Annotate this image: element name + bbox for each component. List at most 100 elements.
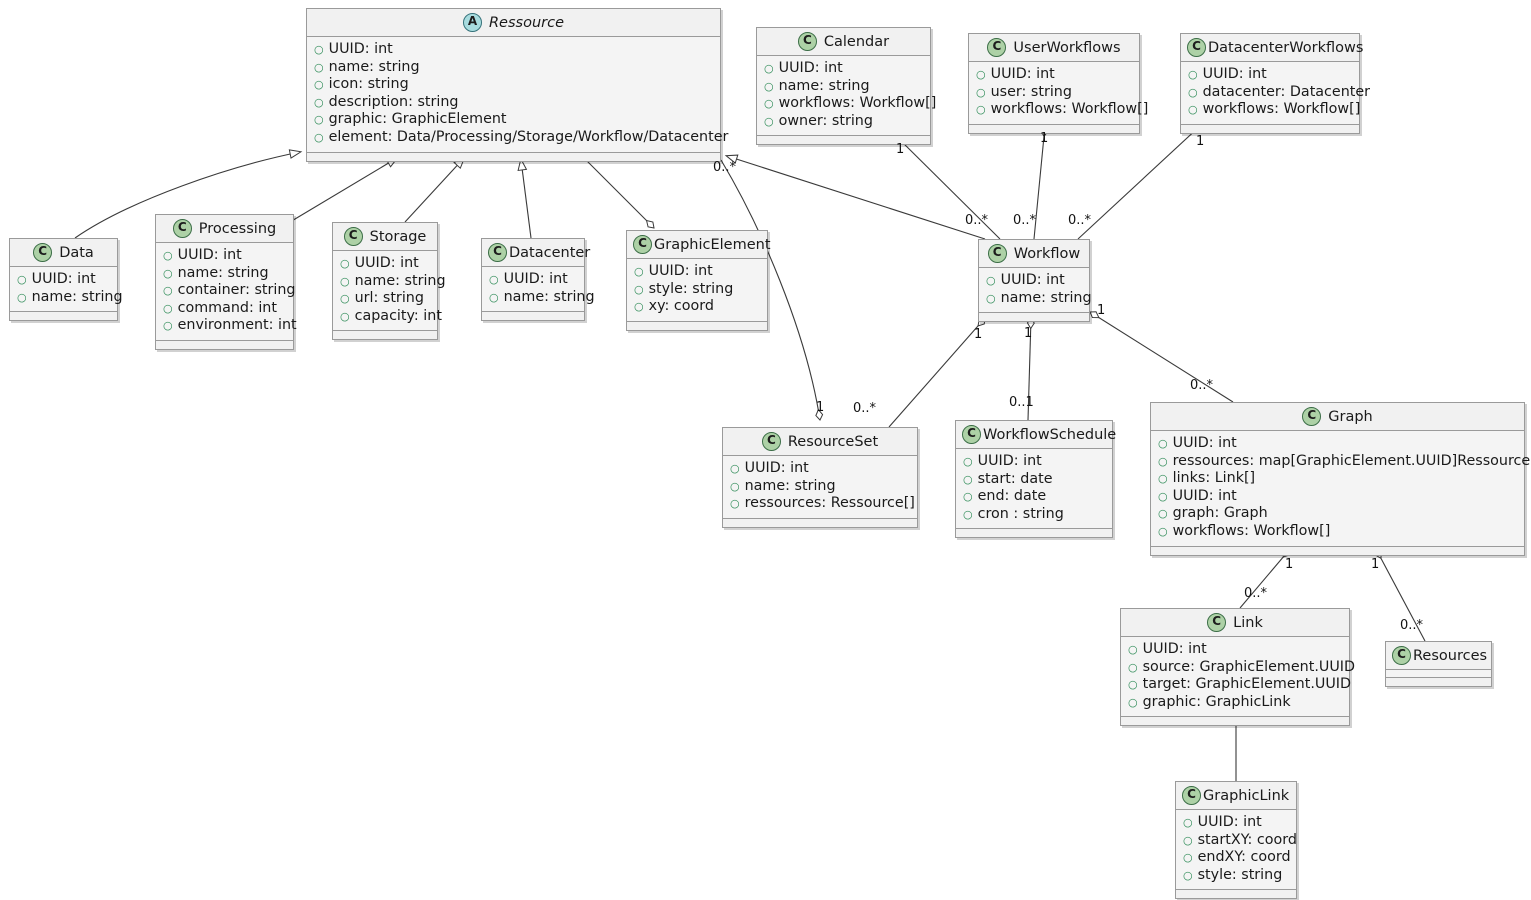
class-attributes-processing: ○UUID: int○name: string○container: strin… [156, 243, 297, 341]
concrete-class-icon: C [343, 227, 363, 246]
public-visibility-icon: ○ [1183, 833, 1193, 847]
attribute-row: ○icon: string [314, 76, 714, 94]
attribute-text: workflows: Workflow[] [1172, 522, 1331, 539]
multiplicity-label: 0..* [853, 401, 877, 416]
public-visibility-icon: ○ [730, 497, 740, 511]
attribute-row: ○workflows: Workflow[] [764, 95, 936, 113]
concrete-class-icon: C [633, 235, 652, 254]
public-visibility-icon: ○ [730, 479, 740, 493]
attribute-row: ○UUID: int [1158, 435, 1518, 453]
public-visibility-icon: ○ [340, 274, 350, 288]
class-name-resources: Resources [1413, 647, 1488, 664]
concrete-class-icon: C [987, 38, 1007, 57]
multiplicity-label: 0..* [1190, 378, 1214, 393]
multiplicity-label: 1 [974, 327, 983, 342]
attribute-text: UUID: int [1202, 66, 1267, 82]
public-visibility-icon: ○ [1128, 660, 1138, 674]
attribute-row: ○UUID: int [963, 453, 1106, 471]
edge-storage-to-ressource [404, 156, 466, 223]
attribute-text: end: date [977, 488, 1047, 505]
class-box-storage[interactable]: C Storage ○ UUID: int ○ name: string○url: str… [332, 222, 446, 341]
attribute-row: ○UUID: int [1188, 66, 1353, 84]
attribute-text: name: string [1000, 289, 1092, 306]
class-name-workflowschedule: WorkflowSchedule [983, 426, 1117, 443]
attribute-row: ○UUID: int [976, 66, 1133, 84]
attribute-row: ○environment: int [163, 317, 297, 335]
class-methods-resources [1386, 678, 1491, 686]
public-visibility-icon: ○ [340, 292, 350, 306]
multiplicity-label: 0..1 [1009, 395, 1034, 410]
class-name-link: Link [1233, 614, 1263, 631]
multiplicity-label: 0..* [713, 160, 737, 175]
public-visibility-icon: ○ [340, 257, 350, 270]
attribute-row: ○description: string [314, 94, 714, 112]
concrete-class-icon: C [33, 243, 53, 262]
attribute-text: user: string [990, 83, 1072, 100]
attribute-text: name: string [744, 477, 836, 494]
attribute-text: source: GraphicElement.UUID [1142, 658, 1356, 675]
attribute-text: target: GraphicElement.UUID [1142, 676, 1352, 693]
attribute-row: ○url: string [340, 290, 431, 308]
attribute-text: cron : string [977, 505, 1064, 522]
class-name-calendar: Calendar [823, 33, 890, 50]
public-visibility-icon: ○ [634, 265, 644, 278]
public-visibility-icon: ○ [1188, 103, 1198, 117]
attribute-row: ○UUID: int [1183, 814, 1290, 832]
attribute-row: ○ressources: map[GraphicElement.UUID]Res… [1158, 453, 1530, 471]
public-visibility-icon: ○ [976, 85, 986, 99]
attribute-row: ○name: string [314, 59, 714, 77]
attribute-text: environment: int [177, 317, 297, 334]
class-name-graph: Graph [1328, 408, 1373, 425]
attribute-row: ○name: string [986, 290, 1092, 308]
class-name-userworkflows: UserWorkflows [1013, 39, 1121, 56]
multiplicity-label: 1 [896, 142, 905, 157]
public-visibility-icon: ○ [730, 462, 740, 475]
attribute-text: workflows: Workflow[] [990, 101, 1149, 118]
public-visibility-icon: ○ [1183, 851, 1193, 865]
class-name-datacenter: Datacenter [509, 244, 591, 261]
attribute-text: name: string [354, 272, 446, 289]
class-methods-storage [333, 331, 437, 340]
public-visibility-icon: ○ [764, 79, 774, 93]
attribute-text: command: int [177, 299, 277, 316]
public-visibility-icon: ○ [976, 103, 986, 117]
attribute-row: ○ source: GraphicElement.UUID [1128, 659, 1355, 677]
attribute-row: ○UUID: int [17, 271, 111, 289]
public-visibility-icon: ○ [163, 301, 173, 315]
class-name-workflow: Workflow [1013, 245, 1081, 262]
class-name-storage: Storage [369, 228, 427, 245]
attribute-row: ○UUID: int [764, 60, 924, 78]
edge-datacenterworkflows-to-workflow [1077, 125, 1201, 240]
public-visibility-icon: ○ [489, 273, 499, 286]
attribute-text: element: Data/Processing/Storage/Workflo… [328, 128, 729, 145]
attribute-text: UUID: int [1197, 814, 1262, 830]
multiplicity-label: 1 [816, 400, 825, 415]
public-visibility-icon: ○ [963, 455, 973, 468]
attribute-row: ○end: date [963, 488, 1106, 506]
attribute-text: UUID: int [354, 255, 419, 271]
class-methods-data [10, 312, 117, 321]
attribute-text: name: string [177, 264, 269, 281]
edge-workflow-to-ressource [724, 154, 986, 240]
class-header-storage: C Storage [333, 223, 437, 251]
concrete-class-icon: C [488, 243, 507, 262]
attribute-text: datacenter: Datacenter [1202, 83, 1371, 100]
